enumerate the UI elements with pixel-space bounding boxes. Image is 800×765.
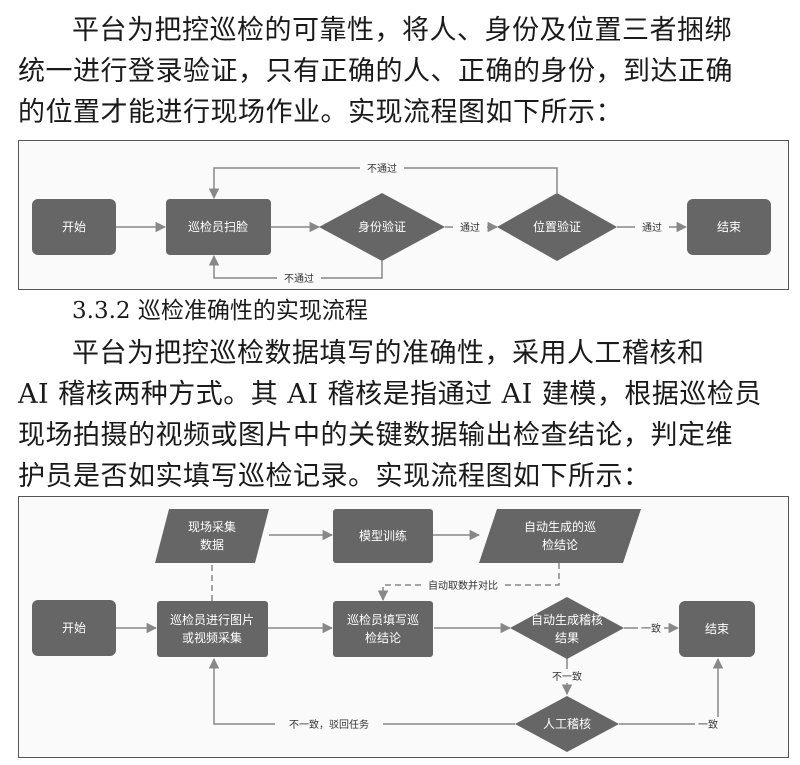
paragraph-line: AI 稽核两种方式。其 AI 稽核是指通过 AI 建模，根据巡检员 <box>18 379 762 410</box>
fill-result-label: 检结论 <box>365 630 401 645</box>
collect-label: 巡检员进行图片 <box>170 612 254 627</box>
edge-manual-reject <box>208 657 515 725</box>
intro-paragraph: 平台为把控巡检的可靠性，将人、身份及位置三者捆绑 统一进行登录验证，只有正确的人… <box>18 10 788 133</box>
location-check-label: 位置验证 <box>533 219 581 234</box>
start-label: 开始 <box>62 220 86 234</box>
compare-label: 自动取数并对比 <box>428 579 498 592</box>
field-data-node <box>155 509 269 563</box>
accuracy-paragraph: 平台为把控巡检数据填写的准确性，采用人工稽核和 AI 稽核两种方式。其 AI 稽… <box>18 333 788 497</box>
paragraph-line: 平台为把控巡检数据填写的准确性，采用人工稽核和 <box>72 338 705 369</box>
audit-result-label: 结果 <box>555 631 579 645</box>
login-verification-flowchart: 开始 巡检员扫脸 身份验证 位置验证 结束 通过 通过 不通过 不通过 <box>18 140 789 290</box>
paragraph-line: 平台为把控巡检的可靠性，将人、身份及位置三者捆绑 <box>72 15 732 46</box>
face-scan-label: 巡检员扫脸 <box>188 219 248 234</box>
section-heading: 3.3.2 巡检准确性的实现流程 <box>72 298 368 324</box>
location-check-node <box>497 193 617 261</box>
start-node <box>32 199 116 255</box>
field-data-label: 现场采集 <box>188 519 236 534</box>
end-label: 结束 <box>717 220 741 234</box>
fill-result-node <box>333 601 433 657</box>
audit-flowchart: 开始 巡检员进行图片 或视频采集 现场采集 数据 模型训练 自动生成的巡 检结论… <box>18 496 789 758</box>
audit-result-node <box>510 597 624 659</box>
face-scan-node <box>166 199 271 255</box>
model-train-node <box>333 509 433 563</box>
pass-label: 通过 <box>460 221 480 234</box>
auto-result-label: 自动生成的巡 <box>524 519 596 534</box>
collect-node <box>157 601 268 657</box>
paragraph-line: 统一进行登录验证，只有正确的人、正确的身份，到达正确 <box>18 56 733 87</box>
model-train-label: 模型训练 <box>359 528 407 543</box>
end-node <box>687 199 771 255</box>
fail-label: 不通过 <box>367 162 397 175</box>
paragraph-line: 护员是否如实填写巡检记录。实现流程图如下所示： <box>18 461 651 492</box>
audit-result-label: 自动生成稽核 <box>531 612 603 627</box>
paragraph-line: 的位置才能进行现场作业。实现流程图如下所示： <box>18 97 623 128</box>
collect-label: 或视频采集 <box>182 630 242 645</box>
fail-label: 不通过 <box>284 272 314 285</box>
inconsistent-label: 不一致 <box>552 670 582 683</box>
edge-manual-to-end <box>619 657 724 725</box>
paragraph-line: 现场拍摄的视频或图片中的关键数据输出检查结论，判定维 <box>18 420 733 451</box>
reject-label: 不一致，驳回任务 <box>289 718 369 731</box>
start-label: 开始 <box>62 621 86 635</box>
field-data-label: 数据 <box>200 537 224 552</box>
consistent-label: 一致 <box>698 718 718 731</box>
end-node <box>679 601 755 657</box>
start-node <box>32 600 116 656</box>
fill-result-label: 巡检员填写巡 <box>347 612 419 627</box>
pass-label: 通过 <box>642 221 662 234</box>
auto-result-node <box>479 509 641 563</box>
auto-result-label: 检结论 <box>542 537 578 552</box>
identity-check-node <box>319 193 445 261</box>
manual-audit-node <box>515 696 619 752</box>
end-label: 结束 <box>705 622 729 636</box>
consistent-label: 一致 <box>641 622 661 635</box>
manual-audit-label: 人工稽核 <box>543 716 591 731</box>
identity-check-label: 身份验证 <box>358 219 406 234</box>
